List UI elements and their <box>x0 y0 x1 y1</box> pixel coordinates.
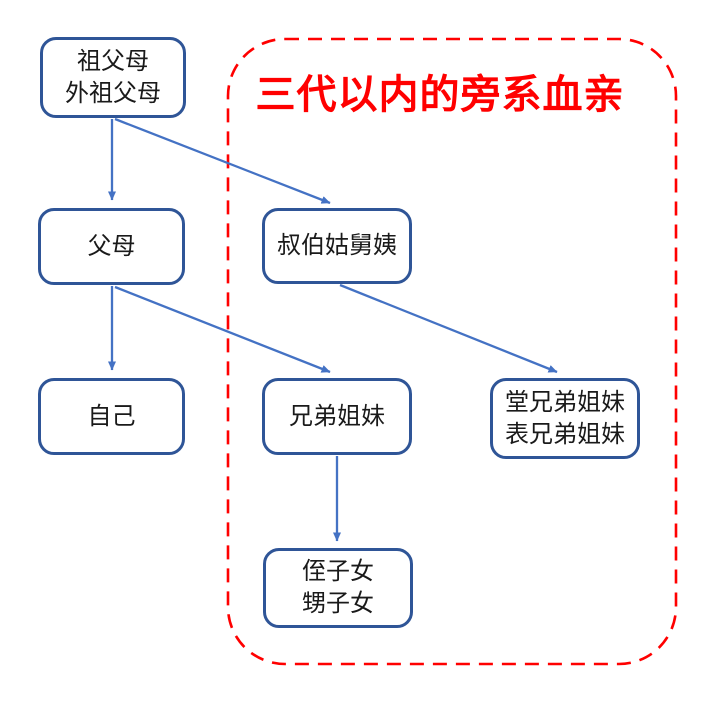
node-parents-label: 父母 <box>87 232 136 260</box>
node-cousins: 堂兄弟姐妹 表兄弟姐妹 <box>490 378 640 459</box>
node-grandparents-label-line2: 外祖父母 <box>65 79 161 107</box>
node-siblings: 兄弟姐妹 <box>262 378 412 455</box>
node-siblings-label: 兄弟姐妹 <box>289 402 385 430</box>
node-self-label: 自己 <box>87 402 136 430</box>
node-nephews-nieces: 侄子女 甥子女 <box>263 548 413 628</box>
node-cousins-label-line1: 堂兄弟姐妹 <box>505 388 625 416</box>
node-uncles-aunts-label: 叔伯姑舅姨 <box>277 232 397 260</box>
node-uncles-aunts: 叔伯姑舅姨 <box>262 208 412 284</box>
node-self: 自己 <box>38 378 185 455</box>
node-grandparents-label-line1: 祖父母 <box>77 47 149 75</box>
arrow-grandparents-to-uncles-aunts <box>114 117 331 205</box>
node-nephews-nieces-label-line1: 侄子女 <box>302 558 374 586</box>
node-parents: 父母 <box>38 208 185 285</box>
arrow-parents-to-siblings <box>114 285 331 374</box>
node-cousins-label-line2: 表兄弟姐妹 <box>505 420 625 448</box>
region-title: 三代以内的旁系血亲 <box>255 73 625 117</box>
collateral-relatives-dashed-region <box>226 37 678 666</box>
node-grandparents: 祖父母 外祖父母 <box>40 37 186 118</box>
arrow-uncles-aunts-to-cousins <box>339 283 558 374</box>
node-nephews-nieces-label-line2: 甥子女 <box>302 590 374 617</box>
